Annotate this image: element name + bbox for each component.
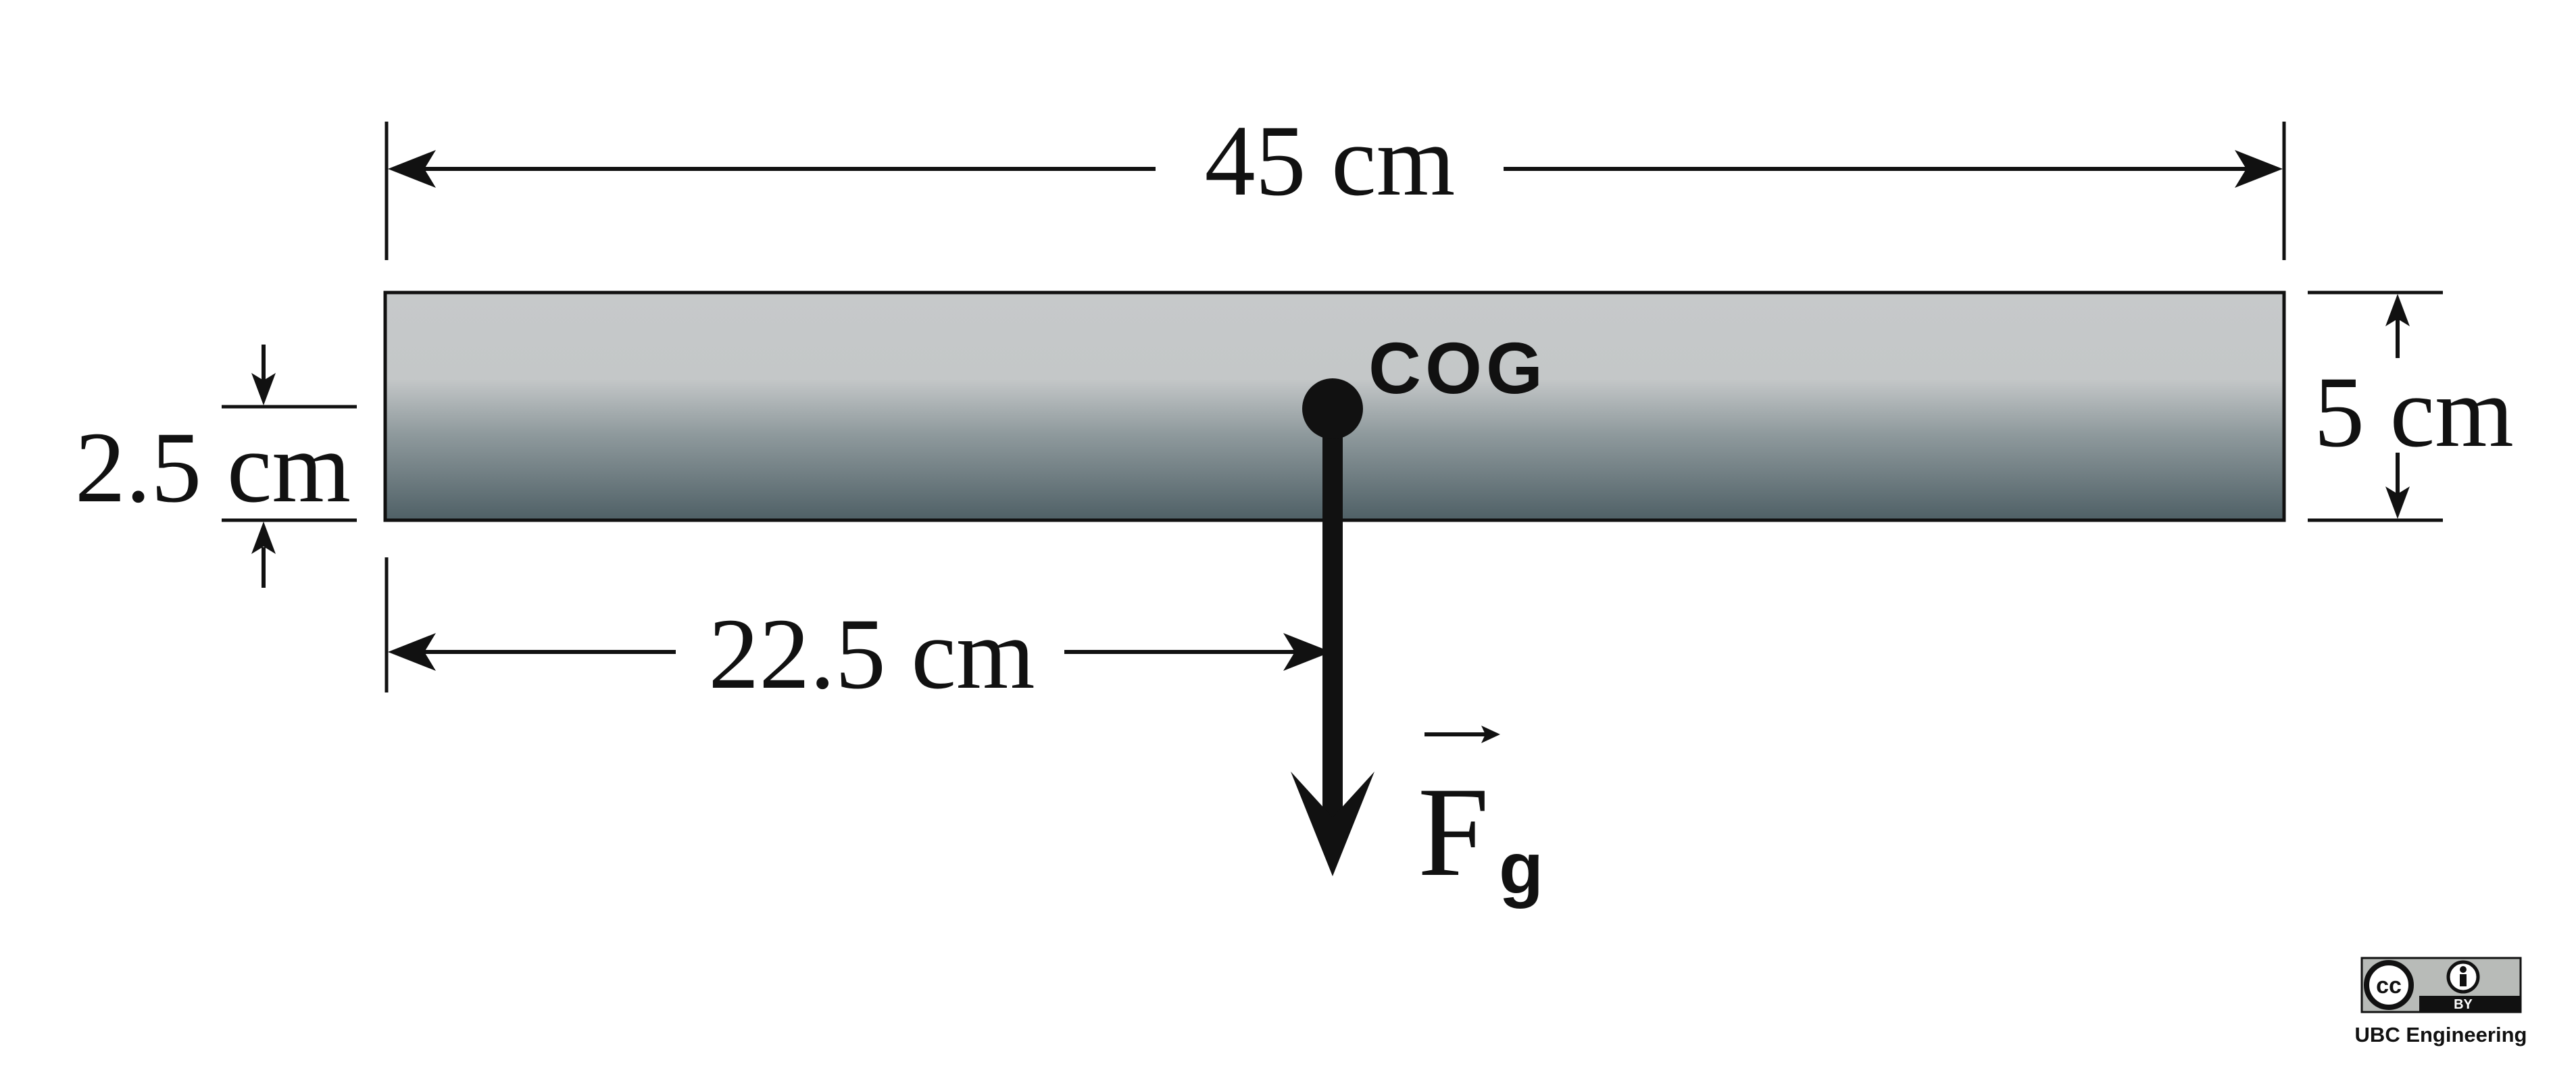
arrowhead-down [2385, 486, 2410, 519]
force-vector-arrowhead [1291, 772, 1374, 876]
arrowhead-down-to-mid [251, 373, 276, 405]
height-label: 5 cm [2314, 356, 2514, 468]
arrowhead-left [388, 150, 436, 188]
force-symbol: F [1418, 761, 1489, 903]
arrowhead-right [1283, 633, 1331, 671]
arrowhead-right [2235, 150, 2283, 188]
arrowhead-up [2385, 294, 2410, 326]
arrowhead-up-to-bottom [251, 522, 276, 554]
half-length-dimension [385, 557, 1331, 692]
cc-text: cc [2376, 973, 2402, 999]
by-text: BY [2454, 997, 2473, 1012]
half-height-dimension [222, 345, 357, 588]
half-length-label: 22.5 cm [708, 598, 1035, 710]
force-label: F g [1418, 726, 1543, 909]
length-label: 45 cm [1205, 105, 1456, 217]
vector-arrow-head [1481, 726, 1500, 743]
cog-label: COG [1368, 327, 1547, 409]
cc-by-icon: cc BY [2360, 957, 2522, 1013]
cog-point [1302, 378, 1363, 439]
force-subscript: g [1499, 827, 1543, 909]
arrowhead-left [388, 633, 436, 671]
credit-org: UBC Engineering [2355, 1023, 2527, 1046]
height-dimension [2308, 291, 2443, 522]
length-dimension [385, 122, 2286, 260]
half-height-label: 2.5 cm [75, 411, 351, 524]
